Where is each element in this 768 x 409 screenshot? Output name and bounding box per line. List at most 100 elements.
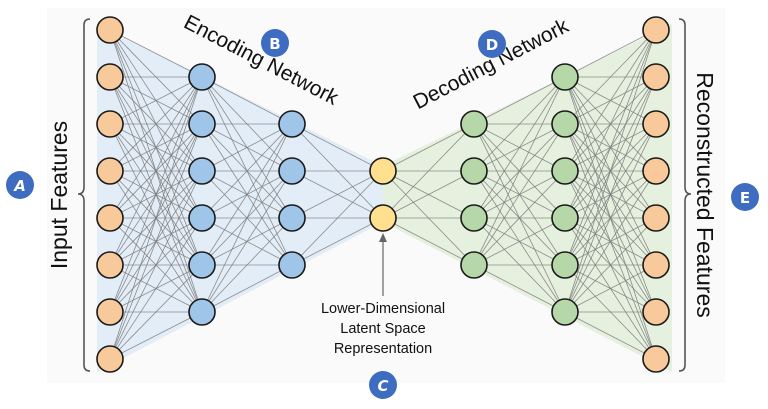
connection-latent-1-to-decoder-hidden-1-0	[382, 123, 475, 219]
decoder-hidden-2-neuron-5	[551, 251, 579, 279]
output-neuron-7	[642, 298, 670, 326]
connection-latent-1-to-decoder-hidden-1-3	[382, 217, 475, 266]
decoder-hidden-2-neuron-1	[551, 63, 579, 91]
decoder-region	[383, 24, 672, 372]
connection-input-5-to-encoder-hidden-1-0	[109, 76, 203, 266]
connection-decoder-hidden-1-3-to-decoder-hidden-2-5	[473, 264, 566, 313]
output-neuron-8	[642, 345, 670, 373]
input-features-label: Input Features	[46, 121, 72, 269]
latent-caption-line-3: Representation	[334, 341, 432, 357]
encoder-hidden-1-neuron-3	[188, 157, 216, 185]
connection-encoder-hidden-2-3-to-latent-0	[291, 170, 384, 266]
connection-decoder-hidden-2-5-to-output-4	[564, 217, 657, 313]
decoder-hidden-1-neuron-4	[460, 251, 488, 279]
badge-a-text: A	[13, 177, 26, 195]
connection-encoder-hidden-1-5-to-encoder-hidden-2-0	[201, 123, 293, 313]
connection-encoder-hidden-1-5-to-encoder-hidden-2-3	[201, 264, 293, 313]
connection-decoder-hidden-2-1-to-output-0	[564, 29, 657, 125]
decoder-hidden-1-neuron-1	[460, 110, 488, 138]
connection-input-6-to-encoder-hidden-1-0	[109, 76, 203, 313]
latent-neuron-1	[369, 157, 397, 185]
connection-decoder-hidden-2-4-to-output-0	[564, 29, 657, 266]
connection-encoder-hidden-2-2-to-latent-0	[291, 170, 384, 219]
output-neuron-3	[642, 110, 670, 138]
latent-caption-line-2: Latent Space	[340, 321, 425, 337]
badge-d-text: D	[486, 36, 498, 54]
connection-input-2-to-encoder-hidden-1-0	[109, 76, 203, 125]
connection-decoder-hidden-1-0-to-decoder-hidden-2-0	[473, 76, 566, 125]
encoder-hidden-1-neuron-1	[188, 63, 216, 91]
connection-decoder-hidden-2-5-to-output-5	[564, 264, 657, 313]
badge-b: B	[261, 29, 289, 57]
connection-decoder-hidden-1-3-to-decoder-hidden-2-2	[473, 170, 566, 266]
connection-input-7-to-encoder-hidden-1-0	[109, 76, 203, 360]
decoder-hidden-2-neuron-4	[551, 204, 579, 232]
connection-input-7-to-encoder-hidden-1-4	[109, 264, 203, 360]
reconstructed-features-label: Reconstructed Features	[692, 72, 718, 317]
connection-decoder-hidden-2-5-to-output-2	[564, 123, 657, 313]
input-bracket	[77, 18, 91, 372]
connection-input-7-to-encoder-hidden-1-1	[109, 123, 203, 360]
decoder-hidden-1-neuron-3	[460, 204, 488, 232]
connection-latent-0-to-decoder-hidden-1-0	[382, 123, 475, 172]
neurons	[96, 16, 670, 373]
encoder-hidden-2-neuron-1	[278, 110, 306, 138]
input-neuron-2	[96, 63, 124, 91]
output-bracket	[678, 18, 692, 372]
connection-input-4-to-encoder-hidden-1-0	[109, 76, 203, 219]
connection-decoder-hidden-2-5-to-output-0	[564, 29, 657, 313]
connections	[109, 29, 657, 360]
output-neuron-4	[642, 157, 670, 185]
connection-decoder-hidden-1-2-to-decoder-hidden-2-0	[473, 76, 566, 219]
encoder-hidden-2-neuron-2	[278, 157, 306, 185]
connection-encoder-hidden-1-4-to-encoder-hidden-2-0	[201, 123, 293, 266]
connection-decoder-hidden-1-3-to-decoder-hidden-2-0	[473, 76, 566, 266]
decoder-hidden-2-neuron-6	[551, 298, 579, 326]
connection-decoder-hidden-1-3-to-decoder-hidden-2-3	[473, 217, 566, 266]
input-neuron-8	[96, 345, 124, 373]
input-neuron-5	[96, 204, 124, 232]
connection-input-7-to-encoder-hidden-1-5	[109, 311, 203, 360]
output-neuron-5	[642, 204, 670, 232]
badge-c-text: C	[377, 377, 388, 395]
badge-c: C	[369, 371, 397, 399]
connection-decoder-hidden-2-3-to-output-0	[564, 29, 657, 219]
latent-arrow-head	[379, 233, 387, 242]
input-neuron-1	[96, 16, 124, 44]
latent-caption-line-1: Lower-Dimensional	[321, 301, 445, 317]
encoder-hidden-1-neuron-5	[188, 251, 216, 279]
decoder-hidden-1-neuron-2	[460, 157, 488, 185]
connection-decoder-hidden-2-2-to-output-0	[564, 29, 657, 172]
badge-b-text: B	[269, 35, 280, 53]
latent-neuron-2	[369, 204, 397, 232]
output-neuron-6	[642, 251, 670, 279]
connection-input-3-to-encoder-hidden-1-0	[109, 76, 203, 172]
input-neuron-4	[96, 157, 124, 185]
output-neuron-1	[642, 16, 670, 44]
badge-d: D	[478, 30, 506, 58]
connection-encoder-hidden-1-5-to-encoder-hidden-2-1	[201, 170, 293, 313]
connection-encoder-hidden-1-2-to-encoder-hidden-2-0	[201, 123, 293, 172]
connection-decoder-hidden-2-5-to-output-1	[564, 76, 657, 313]
badge-e: E	[731, 183, 759, 211]
connection-encoder-hidden-1-3-to-encoder-hidden-2-0	[201, 123, 293, 219]
connection-encoder-hidden-1-5-to-encoder-hidden-2-2	[201, 217, 293, 313]
badge-a: A	[6, 171, 34, 199]
encoder-hidden-1-neuron-4	[188, 204, 216, 232]
input-neuron-6	[96, 251, 124, 279]
decoder-hidden-2-neuron-2	[551, 110, 579, 138]
input-neuron-3	[96, 110, 124, 138]
connection-input-0-to-encoder-hidden-1-0	[109, 29, 203, 78]
output-neuron-2	[642, 63, 670, 91]
connection-encoder-hidden-2-0-to-latent-0	[291, 123, 384, 172]
connection-decoder-hidden-2-5-to-output-3	[564, 170, 657, 313]
connection-decoder-hidden-2-5-to-output-7	[564, 311, 657, 360]
connection-input-7-to-encoder-hidden-1-2	[109, 170, 203, 360]
connection-input-7-to-encoder-hidden-1-3	[109, 217, 203, 360]
badge-e-text: E	[740, 189, 750, 207]
connection-decoder-hidden-2-0-to-output-0	[564, 29, 657, 78]
connection-decoder-hidden-1-3-to-decoder-hidden-2-1	[473, 123, 566, 266]
connection-latent-1-to-decoder-hidden-1-1	[382, 170, 475, 219]
connection-encoder-hidden-2-3-to-latent-1	[291, 217, 384, 266]
